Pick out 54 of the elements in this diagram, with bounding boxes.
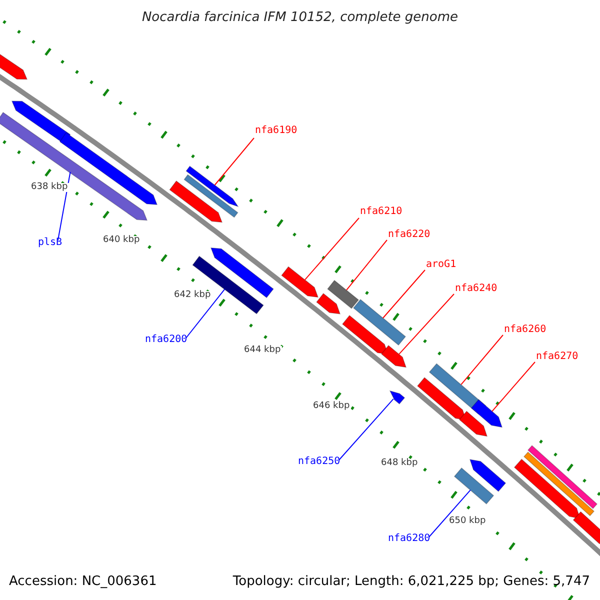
- gene-bar: [327, 280, 360, 309]
- gene-label: nfa6250: [298, 457, 340, 467]
- scale-label: 646 kbp: [312, 402, 351, 411]
- gene-bar: [523, 452, 595, 516]
- leader-line: [492, 362, 536, 412]
- leader-line: [58, 172, 71, 240]
- gene-bar: [210, 247, 274, 298]
- gene-bar: [470, 399, 503, 428]
- leader-line: [346, 240, 388, 291]
- scale-label: 638 kbp: [30, 183, 69, 192]
- leader-line: [186, 288, 226, 338]
- gene-label: plsB: [38, 238, 62, 248]
- gene-bar: [389, 390, 406, 404]
- gene-bar: [514, 458, 581, 520]
- gene-bar: [186, 166, 239, 208]
- gene-bar: [454, 467, 494, 504]
- gene-bar: [416, 377, 467, 420]
- gene-bar: [527, 445, 598, 510]
- gene-bar: [342, 314, 389, 355]
- scale-label: 642 kbp: [173, 291, 212, 300]
- gene-bar: [281, 266, 319, 298]
- gene-label: nfa6220: [388, 230, 430, 240]
- scale-label: 640 kbp: [102, 236, 141, 245]
- gene-bar: [0, 52, 28, 80]
- gene-bar: [458, 410, 488, 437]
- leader-line: [428, 490, 471, 538]
- scale-label: 650 kbp: [448, 517, 487, 526]
- scale-label: 648 kbp: [380, 459, 419, 468]
- gene-bar: [184, 174, 238, 218]
- leader-line: [382, 270, 426, 318]
- leader-line: [398, 294, 454, 355]
- gene-label: nfa6270: [536, 352, 578, 362]
- leader-line: [338, 398, 394, 460]
- gene-bar: [316, 292, 341, 314]
- leader-line: [460, 334, 504, 386]
- leader-line: [304, 218, 360, 280]
- gene-label: nfa6190: [255, 126, 298, 136]
- scale-label: 644 kbp: [243, 346, 282, 355]
- gene-label: nfa6210: [360, 207, 402, 217]
- footer-text: Topology: circular; Length: 6,021,225 bp; Genes: 5,747: [232, 575, 590, 588]
- gene-label: nfa6280: [388, 534, 430, 544]
- gene-bar: [169, 180, 223, 223]
- gene-label: nfa6240: [455, 284, 498, 294]
- gene-bar: [469, 458, 506, 492]
- gene-bar: [0, 112, 148, 221]
- gene-label: aroG1: [426, 260, 456, 270]
- leader-line: [214, 138, 254, 186]
- gene-label: nfa6260: [504, 325, 546, 335]
- gene-label: nfa6200: [145, 335, 188, 345]
- title: Nocardia farcinica IFM 10152, complete genome: [140, 11, 460, 24]
- gene-bar: [192, 256, 264, 314]
- gene-bar: [572, 511, 600, 547]
- gene-bar: [352, 298, 406, 346]
- footer-text: Accession: NC_006361: [9, 575, 157, 588]
